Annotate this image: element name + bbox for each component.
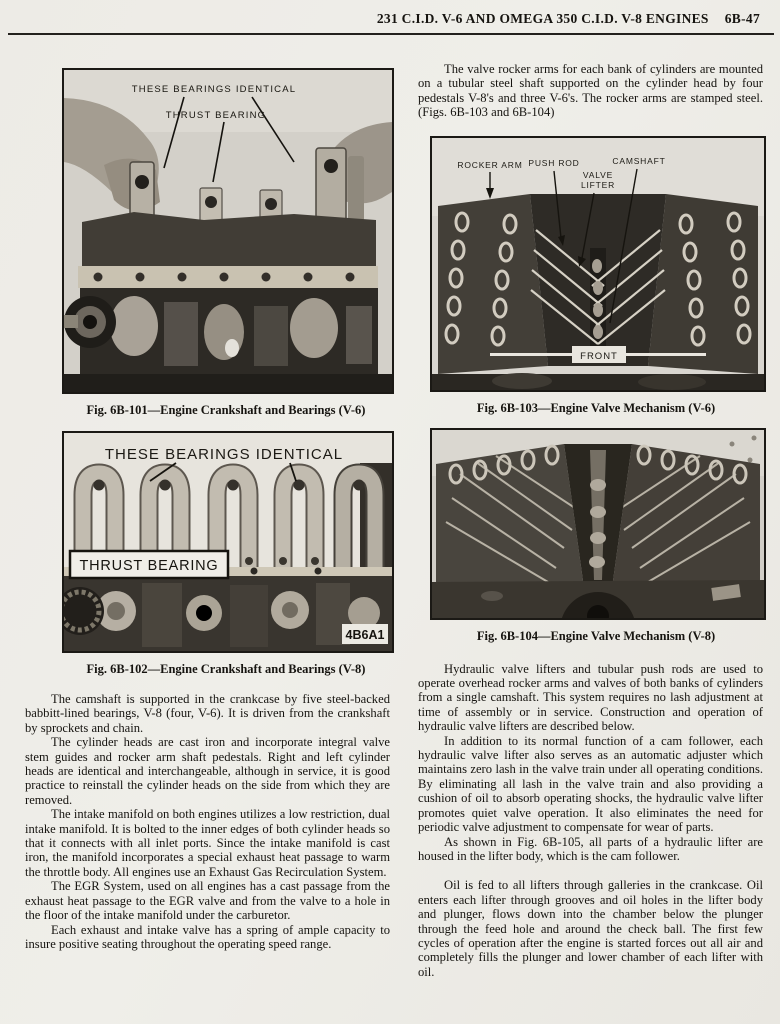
leader-line xyxy=(289,462,297,482)
label-push-rod: PUSH ROD xyxy=(528,158,579,168)
right-cylinder-bank xyxy=(612,443,760,606)
photo-code-tag xyxy=(342,624,388,644)
figure-6b-104-caption: Fig. 6B-104—Engine Valve Mechanism (V-8) xyxy=(476,628,716,643)
label-rocker-arm: ROCKER ARM xyxy=(457,160,522,170)
arrowhead xyxy=(558,234,565,246)
figure-6b-101-caption: Fig. 6B-101—Engine Crankshaft and Bearin… xyxy=(86,403,366,417)
figure-6b-102-photo: THESE BEARINGS IDENTICAL THRUST BEARING … xyxy=(62,431,394,653)
left-column: THESE BEARINGS IDENTICAL THRUST BEARING … xyxy=(25,60,394,951)
push-rods xyxy=(445,454,751,583)
valve-lifters xyxy=(589,478,606,568)
rocker-arm-loops xyxy=(444,211,752,347)
leader-lines xyxy=(489,168,638,323)
valve-lifters xyxy=(592,258,603,339)
engine-block xyxy=(82,212,376,282)
figure-6b-103-caption: Fig. 6B-103—Engine Valve Mechanism (V-6) xyxy=(476,400,716,415)
paragraph-rocker-arms: The valve rocker arms for each bank of c… xyxy=(418,62,763,120)
arrowhead xyxy=(578,255,586,267)
figure-6b-101-photo: THESE BEARINGS IDENTICAL THRUST BEARING xyxy=(62,68,394,394)
leader-line xyxy=(149,462,177,482)
right-cylinder-bank xyxy=(648,193,758,374)
label-bearings-identical: THESE BEARINGS IDENTICAL xyxy=(105,446,343,463)
paragraph-egr-system: The EGR System, used on all engines has … xyxy=(25,879,390,923)
bearing-cap-row xyxy=(73,463,385,568)
figure-6b-102-caption: Fig. 6B-102—Engine Crankshaft and Bearin… xyxy=(86,662,366,676)
paragraph-valve-springs: Each exhaust and intake valve has a spri… xyxy=(25,922,390,951)
figure-6b-103-photo: FRONT ROCKER ARM PUSH ROD VALVE LIFTER C… xyxy=(430,135,766,392)
leader-line xyxy=(251,96,295,163)
figure-6b-104-photo xyxy=(430,427,766,620)
label-valve: VALVE xyxy=(583,170,613,180)
left-cylinder-bank xyxy=(438,193,548,374)
label-photo-code: 4B6A1 xyxy=(346,628,385,642)
thrust-bearing-label-box xyxy=(68,549,230,580)
rocker-arm-loops xyxy=(448,444,748,485)
left-column-body: The camshaft is supported in the crankca… xyxy=(25,692,390,951)
header-rule xyxy=(8,33,774,35)
leader-line xyxy=(212,121,225,183)
right-column-intro: The valve rocker arms for each bank of c… xyxy=(418,62,763,120)
paragraph-intake-manifold: The intake manifold on both engines util… xyxy=(25,807,390,879)
label-bearings-identical: THESE BEARINGS IDENTICAL xyxy=(132,84,296,95)
paragraph-cam-follower: In addition to its normal function of a … xyxy=(418,733,763,835)
label-thrust-bearing: THRUST BEARING xyxy=(166,110,267,121)
front-label-box xyxy=(572,345,626,363)
page-header: 231 C.I.D. V-6 AND OMEGA 350 C.I.D. V-8 … xyxy=(377,11,760,27)
paragraph-hydraulic-lifters: Hydraulic valve lifters and tubular push… xyxy=(418,661,763,734)
push-rods xyxy=(530,228,666,345)
right-column: The valve rocker arms for each bank of c… xyxy=(418,62,766,980)
paragraph-camshaft: The camshaft is supported in the crankca… xyxy=(25,692,390,735)
paragraph-lifter-body: As shown in Fig. 6B-105, all parts of a … xyxy=(418,834,763,863)
header-title: 231 C.I.D. V-6 AND OMEGA 350 C.I.D. V-8 … xyxy=(376,11,709,26)
label-lifter: LIFTER xyxy=(581,180,615,190)
paragraph-oil-feed: Oil is fed to all lifters through galler… xyxy=(418,878,763,979)
label-front: FRONT xyxy=(580,351,618,362)
paragraph-cylinder-heads: The cylinder heads are cast iron and inc… xyxy=(25,735,390,807)
arrowhead xyxy=(486,187,494,199)
right-column-body: Hydraulic valve lifters and tubular push… xyxy=(418,662,763,980)
label-thrust-bearing: THRUST BEARING xyxy=(79,558,218,574)
leader-line xyxy=(163,96,185,169)
label-camshaft: CAMSHAFT xyxy=(612,156,665,166)
left-cylinder-bank xyxy=(436,443,584,606)
header-page-number: 6B-47 xyxy=(724,11,760,26)
